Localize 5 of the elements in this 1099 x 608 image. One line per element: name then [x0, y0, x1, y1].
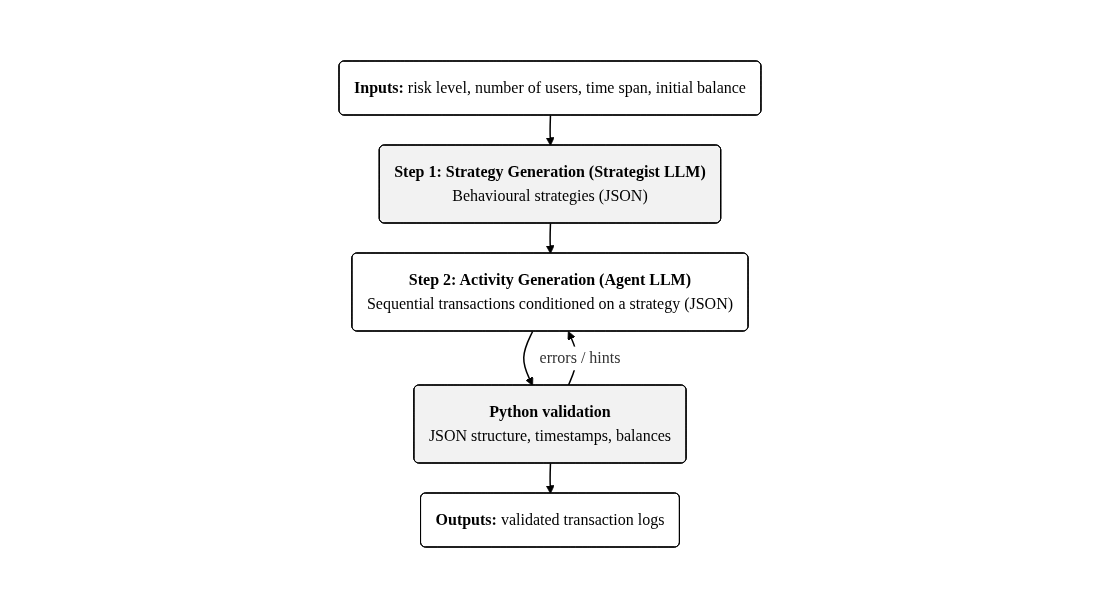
- arrow: [545, 462, 555, 494]
- arrow: [545, 222, 555, 254]
- arrow: [522, 330, 533, 386]
- edge-label: errors / hints: [539, 349, 620, 367]
- arrow: [545, 114, 555, 146]
